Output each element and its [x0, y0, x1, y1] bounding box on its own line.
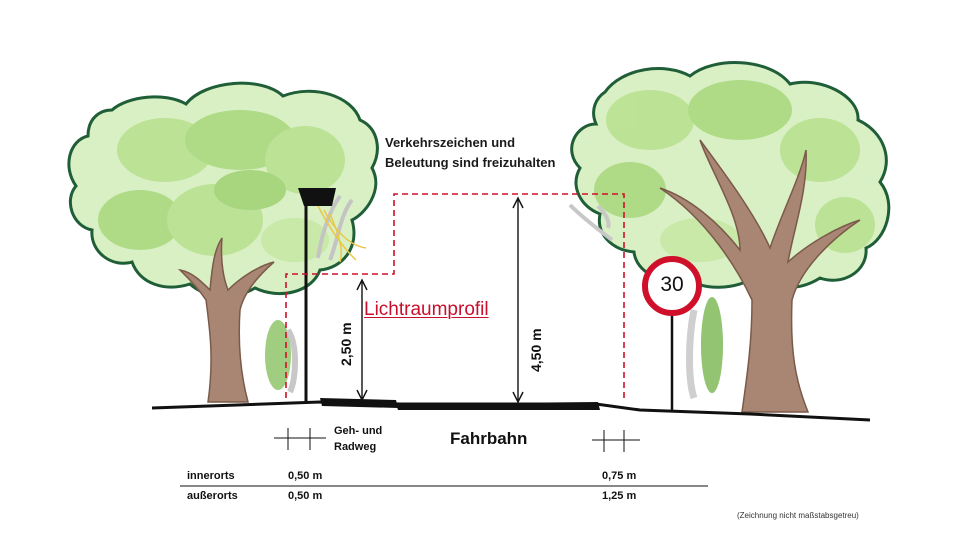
light-glow-scribble [317, 205, 367, 263]
sidewalk-label-line-1: Geh- und [334, 425, 383, 437]
clearance-profile-label: Lichtraumprofil [364, 299, 489, 320]
dimension-label-high: 4,50 m [528, 328, 544, 372]
table-row-label: innerorts [187, 470, 235, 482]
sidewalk-label-line-2: Radweg [334, 441, 377, 453]
table-row-right-value: 0,75 m [602, 470, 637, 482]
roadway-surface [396, 402, 600, 410]
notice-text: Verkehrszeichen und Beleutung sind freiz… [385, 133, 555, 173]
dimension-arrow-low [356, 278, 368, 402]
sidewalk-surface [320, 398, 398, 408]
left-tree-trunk [177, 237, 275, 403]
table-row-left-value: 0,50 m [288, 470, 323, 482]
dimension-label-low: 2,50 m [338, 322, 354, 366]
speed-limit-sign [642, 256, 702, 316]
left-hedge [265, 320, 291, 390]
roadway-label: Fahrbahn [450, 429, 528, 448]
speed-limit-value: 30 [660, 273, 684, 296]
sidewalk-label: Geh- und Radweg [334, 423, 382, 455]
right-width-ticks [592, 430, 640, 452]
right-tree-trunk [659, 139, 861, 413]
notice-line-2: Beleutung sind freizuhalten [385, 155, 556, 170]
table-row-left-value: 0,50 m [288, 490, 323, 502]
left-tree-foliage-scribble [98, 110, 345, 262]
notice-line-1: Verkehrszeichen und [385, 135, 516, 150]
dimension-arrow-high [512, 196, 524, 404]
right-hedge [701, 297, 723, 393]
clearance-profile-outline [285, 193, 625, 402]
scale-footnote: (Zeichnung nicht maßstabsgetreu) [737, 511, 859, 520]
street-lamp [298, 188, 336, 402]
left-width-ticks [274, 428, 326, 450]
right-branch-scribble [568, 203, 614, 242]
left-tree [67, 81, 379, 403]
left-hedge-gray [285, 328, 298, 394]
right-hedge-gray [686, 309, 698, 400]
table-row-label: außerorts [187, 490, 238, 502]
table-row-right-value: 1,25 m [602, 490, 637, 502]
right-tree [570, 61, 891, 413]
